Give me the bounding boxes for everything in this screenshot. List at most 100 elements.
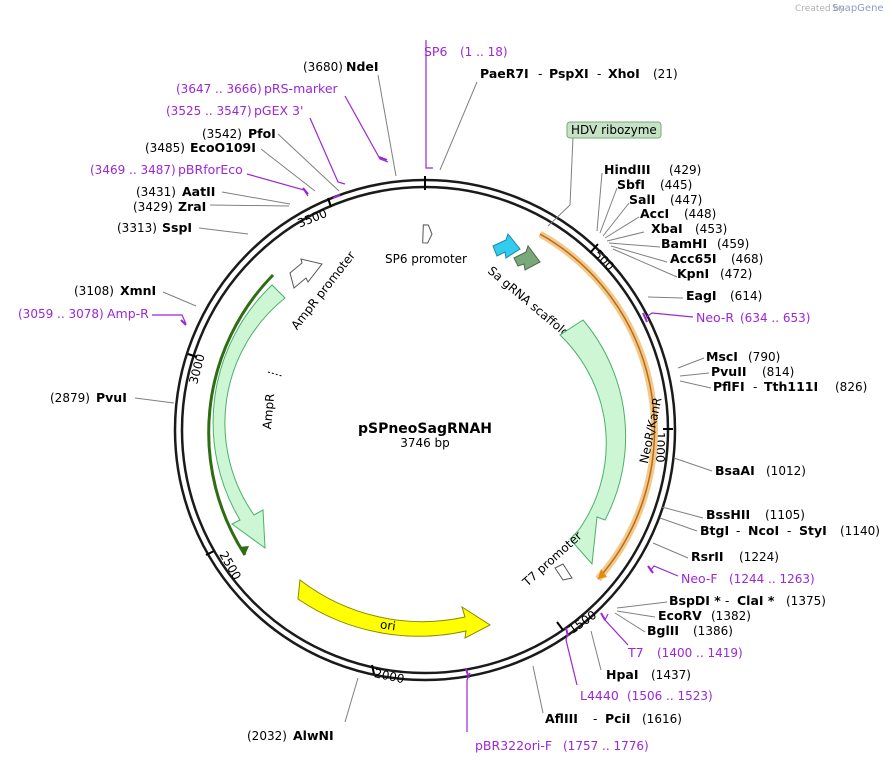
neor-kanr-arrow[interactable]: [559, 319, 627, 566]
site-name-pvui[interactable]: PvuI: [96, 390, 127, 405]
site-name-bglii[interactable]: BglII: [647, 623, 679, 638]
site-sep-paer7i-1: -: [538, 67, 542, 81]
site-name-ecorv[interactable]: EcoRV: [658, 608, 702, 623]
primer-name-amp-r[interactable]: Amp-R: [107, 306, 149, 321]
primer-range-t7: (1400 .. 1419): [657, 646, 743, 660]
site-sspi-lead: [198, 227, 249, 235]
site-sep-btgi-2: -: [787, 524, 791, 538]
site-sep-paer7i-2: -: [597, 67, 601, 81]
site-pos-rsrii: (1224): [739, 550, 779, 564]
site-name-btgi[interactable]: BtgI: [700, 523, 729, 538]
site-xhoi-lead: [439, 81, 478, 171]
sp6-promoter-arrow[interactable]: [422, 224, 433, 244]
site-name-clai[interactable]: ClaI *: [737, 593, 775, 608]
site-name-tth111i[interactable]: Tth111I: [764, 379, 818, 394]
site-name-sbfi[interactable]: SbfI: [617, 177, 645, 192]
ori-arrow[interactable]: [297, 579, 491, 639]
ampr-promoter-arrow[interactable]: [289, 258, 323, 289]
site-name-styi[interactable]: StyI: [799, 523, 827, 538]
neo-highlight-core: [539, 233, 656, 580]
hdv-ribozyme-lead: [569, 136, 574, 206]
site-name-eagi[interactable]: EagI: [686, 288, 717, 303]
site-name-bsaai[interactable]: BsaAI: [715, 463, 755, 478]
site-name-afliii[interactable]: AflIII: [545, 711, 578, 726]
site-name-pspxi[interactable]: PspXI: [549, 66, 589, 81]
site-pvui-lead: [134, 397, 175, 404]
site-pos-eagi: (614): [730, 289, 762, 303]
site-name-sspi[interactable]: SspI: [162, 220, 192, 235]
site-name-paer7i[interactable]: PaeR7I: [480, 66, 529, 81]
site-pos-sbfi: (445): [660, 178, 692, 192]
site-name-ncoi[interactable]: NcoI: [748, 523, 779, 538]
hdv-ribozyme-label-box[interactable]: [566, 121, 662, 139]
neo-highlight-arrowhead: [598, 569, 607, 579]
site-pos-alwni: (2032): [247, 729, 287, 743]
site-name-aatii[interactable]: AatII: [182, 184, 215, 199]
primer-range-neo-f: (1244 .. 1263): [729, 572, 815, 586]
ampr-arrow[interactable]: [212, 284, 286, 550]
site-name-acc65i[interactable]: Acc65I: [670, 251, 717, 266]
site-pos-pflfi: (826): [835, 380, 867, 394]
site-name-ecoo109i[interactable]: EcoO109I: [190, 140, 256, 155]
site-zrai-lead: [209, 204, 290, 207]
site-name-hindiii[interactable]: HindIII: [604, 162, 651, 177]
feature-label-sa-grna-scaffold: Sa gRNA scaffold: [485, 264, 573, 341]
primer-range-pbr322ori-f: (1757 .. 1776): [563, 739, 649, 753]
site-name-hpai[interactable]: HpaI: [606, 667, 639, 682]
site-pos-xmni: (3108): [74, 284, 114, 298]
primer-name-sp6[interactable]: SP6: [424, 44, 447, 59]
site-pos-pfoi: (3542): [202, 127, 242, 141]
site-name-bamhi[interactable]: BamHI: [661, 236, 707, 251]
site-sep-afliii: -: [593, 712, 597, 726]
primer-name-l4440[interactable]: L4440: [580, 688, 619, 703]
site-name-rsrii[interactable]: RsrII: [691, 549, 724, 564]
amp-highlight-arc: [207, 273, 275, 556]
primer-name-prs-marker[interactable]: pRS-marker: [264, 81, 339, 96]
sa-grna-scaffold-arrow[interactable]: [492, 232, 521, 259]
site-name-zrai[interactable]: ZraI: [178, 199, 206, 214]
site-name-xmni[interactable]: XmnI: [120, 283, 156, 298]
site-name-acci[interactable]: AccI: [640, 206, 669, 221]
hdv-ribozyme-arrow[interactable]: [513, 244, 541, 271]
site-pos-pvuii: (814): [762, 365, 794, 379]
site-name-xbai[interactable]: XbaI: [651, 221, 683, 236]
primer-pbr322ori-f-lead: [466, 672, 471, 732]
primer-name-neo-r[interactable]: Neo-R: [696, 310, 734, 325]
site-pos-msci: (790): [748, 350, 780, 364]
tick-mark-500: [589, 243, 599, 254]
primer-name-neo-f[interactable]: Neo-F: [681, 571, 718, 586]
primer-range-l4440: (1506 .. 1523): [627, 689, 713, 703]
site-name-bspdi[interactable]: BspDI *: [669, 593, 721, 608]
site-name-pvuii[interactable]: PvuII: [711, 364, 747, 379]
primer-name-pbr322ori-f[interactable]: pBR322ori-F: [475, 738, 552, 753]
site-name-msci[interactable]: MscI: [706, 349, 738, 364]
amp-highlight-arrowhead: [239, 546, 249, 555]
primer-name-pbrforeco[interactable]: pBRforEco: [178, 162, 243, 177]
t7-promoter-arrow[interactable]: [554, 563, 573, 581]
site-sep-btgi-1: -: [736, 524, 740, 538]
tick-mark-2500: [205, 550, 215, 556]
site-name-xhoi[interactable]: XhoI: [608, 66, 640, 81]
site-pos-zrai: (3429): [133, 200, 173, 214]
primer-l4440-lead: [565, 632, 578, 686]
tick-mark-3500: [327, 197, 332, 208]
feature-label-ori: ori: [379, 617, 396, 633]
site-name-ndei[interactable]: NdeI: [346, 59, 379, 74]
site-pos-acc65i: (468): [731, 252, 763, 266]
site-pos-acci: (448): [684, 207, 716, 221]
primer-name-pgex3[interactable]: pGEX 3': [254, 103, 303, 118]
site-name-bsshii[interactable]: BssHII: [706, 507, 750, 522]
watermark-snapgene-logo: SnapGene: [832, 3, 884, 14]
site-pos-bsaai: (1012): [766, 464, 806, 478]
site-pos-bsshii: (1105): [765, 508, 805, 522]
site-name-pcii[interactable]: PciI: [605, 711, 631, 726]
primer-sp6-lead: [425, 40, 433, 169]
ampr-dashed-marker: [267, 371, 283, 377]
site-name-alwni[interactable]: AlwNI: [293, 728, 334, 743]
site-pos-xbai: (453): [695, 222, 727, 236]
site-name-pflfi[interactable]: PflFI: [713, 379, 745, 394]
primer-name-t7[interactable]: T7: [627, 645, 644, 660]
site-name-sali[interactable]: SalI: [629, 192, 655, 207]
site-name-pfoi[interactable]: PfoI: [248, 126, 276, 141]
site-name-kpni[interactable]: KpnI: [677, 266, 709, 281]
